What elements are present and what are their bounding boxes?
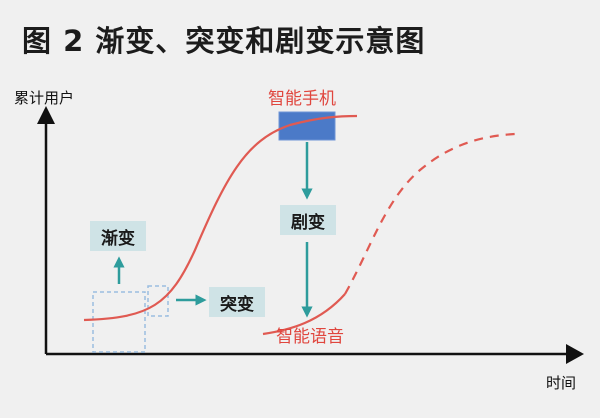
x-axis-label: 时间 bbox=[546, 374, 577, 392]
gradual-box: 渐变 bbox=[90, 221, 146, 251]
second-adoption-curve-start bbox=[262, 293, 346, 336]
y-axis-arrowhead bbox=[37, 106, 55, 124]
diagram-title: 图 2 渐变、突变和剧变示意图 bbox=[22, 24, 426, 58]
second-adoption-curve-projection bbox=[344, 132, 516, 295]
sudden-focus-outline bbox=[147, 285, 169, 317]
sudden-box: 突变 bbox=[209, 287, 265, 317]
gradual-focus-outline bbox=[92, 291, 146, 353]
y-axis-label: 累计用户 bbox=[14, 89, 75, 107]
first-adoption-curve bbox=[83, 114, 358, 322]
smartphone-label: 智能手机 bbox=[268, 89, 336, 109]
axes bbox=[37, 106, 584, 364]
voice-label: 智能语音 bbox=[276, 327, 344, 347]
drastic-box: 剧变 bbox=[280, 205, 336, 235]
x-axis-arrowhead bbox=[566, 344, 584, 364]
